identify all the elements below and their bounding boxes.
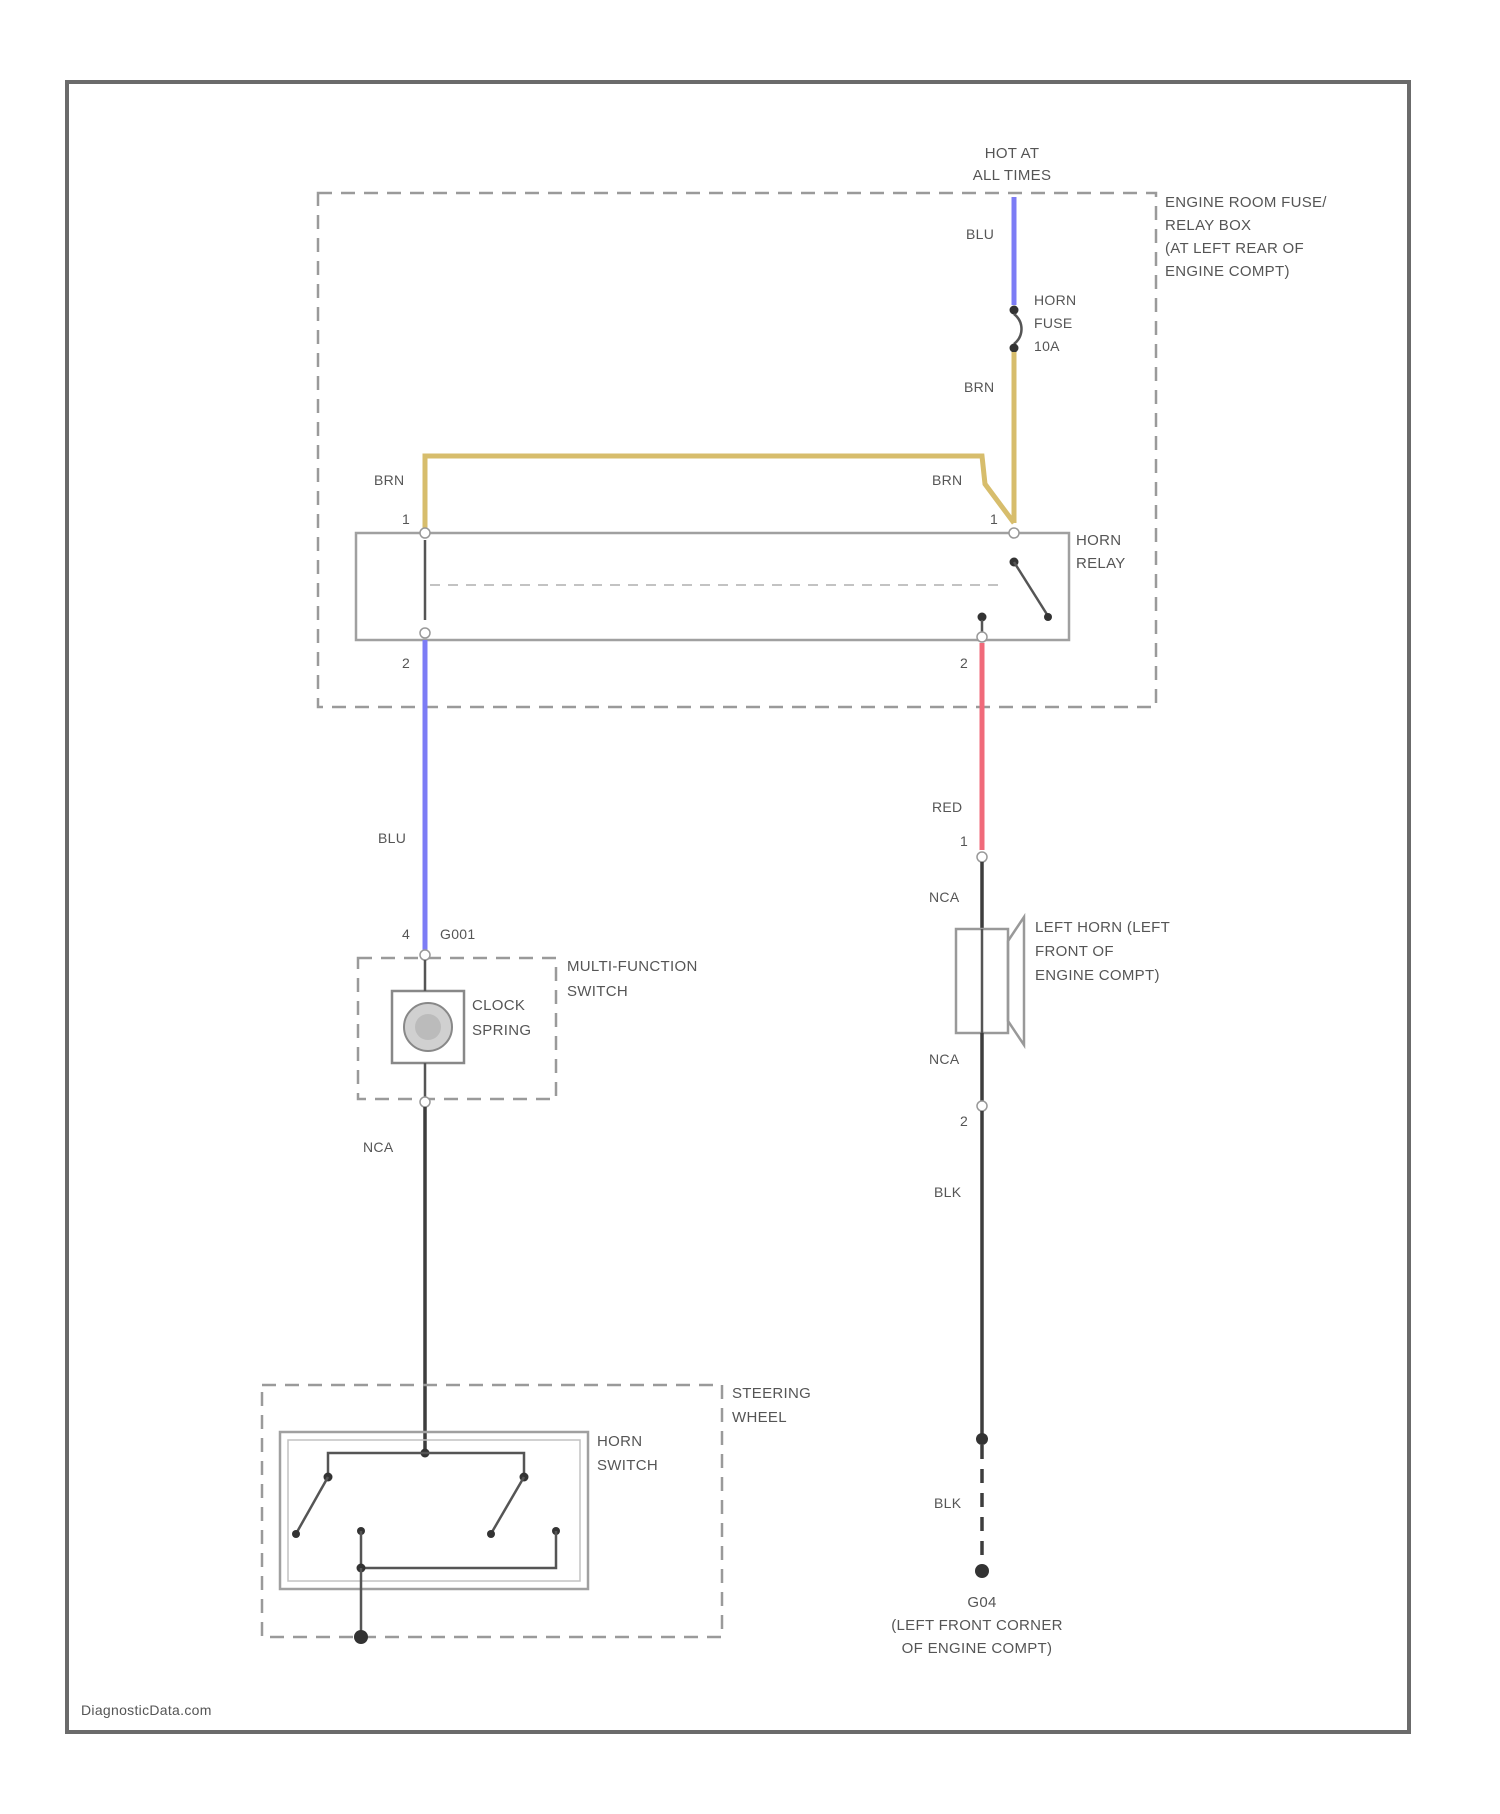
- ground-point: [975, 1564, 989, 1578]
- multi-function-switch-label-line1: MULTI-FUNCTION: [567, 958, 698, 975]
- pin-relay-2-right: 2: [960, 655, 968, 671]
- left-horn-symbol: [956, 917, 1024, 1045]
- left-horn-label-line2: FRONT OF: [1035, 943, 1114, 960]
- horn-switch-label-line2: SWITCH: [597, 1457, 658, 1474]
- wire-label-brn-right: BRN: [932, 472, 962, 488]
- pin-horn-2: 2: [960, 1113, 968, 1129]
- fuse-label-line2: FUSE: [1034, 315, 1073, 331]
- fuse-box-label-line1: ENGINE ROOM FUSE/: [1165, 194, 1327, 211]
- horn-switch-body: [280, 1432, 588, 1589]
- steering-wheel-label-line1: STEERING: [732, 1385, 811, 1402]
- horn-switch-label-line1: HORN: [597, 1433, 642, 1450]
- pin-relay-2-left: 2: [402, 655, 410, 671]
- horn-switch-contacts: [292, 1449, 560, 1645]
- watermark: DiagnosticData.com: [81, 1702, 212, 1718]
- switch-pin-bottom: [420, 1097, 430, 1107]
- fuse-label-line1: HORN: [1034, 292, 1076, 308]
- clock-spring-label-line1: CLOCK: [472, 997, 525, 1014]
- wire-label-blu-left: BLU: [378, 830, 406, 846]
- pin-horn-1: 1: [960, 833, 968, 849]
- clock-spring-label-line2: SPRING: [472, 1022, 531, 1039]
- wire-label-red: RED: [932, 799, 962, 815]
- horn-pin-1: [977, 852, 987, 862]
- clock-spring-symbol: [392, 960, 464, 1097]
- pin-relay-1-right: 1: [990, 511, 998, 527]
- wire-label-brn-left: BRN: [374, 472, 404, 488]
- wire-brn-relay-coil: [425, 456, 1014, 528]
- relay-label-line2: RELAY: [1076, 555, 1126, 572]
- switch-connector-label: G001: [440, 926, 475, 942]
- wire-label-nca-horn-bottom: NCA: [929, 1051, 960, 1067]
- ground-splice: [976, 1433, 988, 1445]
- relay-coil-contacts: [420, 528, 430, 638]
- wire-label-nca-horn-top: NCA: [929, 889, 960, 905]
- fuse-relay-box-outline: [318, 193, 1156, 707]
- horn-pin-2: [977, 1101, 987, 1111]
- power-label-line1: HOT AT: [985, 145, 1040, 162]
- wire-label-blk-low: BLK: [934, 1495, 962, 1511]
- multi-function-switch-label-line2: SWITCH: [567, 983, 628, 1000]
- wire-label-blu-top: BLU: [966, 226, 994, 242]
- switch-pin-top: [420, 950, 430, 960]
- wire-label-brn-fuse: BRN: [964, 379, 994, 395]
- pin-switch-4: 4: [402, 926, 410, 942]
- fuse-box-label-line3: (AT LEFT REAR OF: [1165, 240, 1304, 257]
- fuse-box-label-line4: ENGINE COMPT): [1165, 263, 1290, 280]
- diagram-frame: [67, 82, 1409, 1732]
- relay-label-line1: HORN: [1076, 532, 1121, 549]
- horn-relay-body: [356, 533, 1069, 640]
- left-horn-label-line3: ENGINE COMPT): [1035, 967, 1160, 984]
- wire-label-nca-left: NCA: [363, 1139, 394, 1155]
- horn-switch-inner: [288, 1440, 580, 1581]
- power-label-line2: ALL TIMES: [973, 167, 1052, 184]
- ground-label-line3: OF ENGINE COMPT): [902, 1640, 1053, 1657]
- fuse-box-label-line2: RELAY BOX: [1165, 217, 1251, 234]
- left-horn-label-line1: LEFT HORN (LEFT: [1035, 919, 1170, 936]
- ground-label-line2: (LEFT FRONT CORNER: [891, 1617, 1063, 1634]
- horn-fuse-symbol: [1010, 306, 1022, 353]
- steering-wheel-label-line2: WHEEL: [732, 1409, 787, 1426]
- wire-label-blk-mid: BLK: [934, 1184, 962, 1200]
- pin-relay-1-left: 1: [402, 511, 410, 527]
- fuse-label-line3: 10A: [1034, 338, 1060, 354]
- steering-wheel-outline: [262, 1385, 722, 1637]
- ground-label-line1: G04: [967, 1594, 996, 1611]
